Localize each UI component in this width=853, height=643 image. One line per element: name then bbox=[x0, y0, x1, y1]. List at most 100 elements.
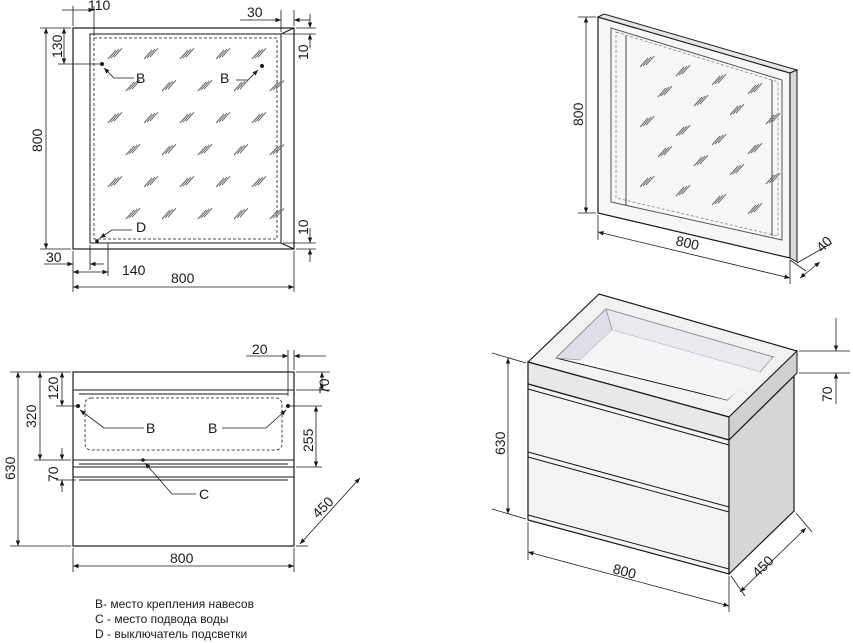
glass-hatch-stroke bbox=[275, 79, 285, 90]
cabinet-iso-view: 630 70 800 450 bbox=[491, 293, 850, 612]
sink-bowl-dashed bbox=[84, 397, 283, 451]
glass-hatch-stroke bbox=[639, 57, 649, 68]
glass-hatch-stroke bbox=[221, 175, 231, 186]
dim-mirror-height: 800 bbox=[29, 128, 45, 152]
glass-hatch-stroke bbox=[750, 203, 760, 214]
glass-hatch-stroke bbox=[657, 87, 667, 98]
glass-hatch-stroke bbox=[182, 176, 192, 187]
dim-mirror-switch-offset: 140 bbox=[122, 262, 146, 278]
glass-hatch-stroke bbox=[233, 145, 243, 156]
glass-hatch-stroke bbox=[771, 172, 781, 183]
hook-point-left bbox=[100, 62, 104, 66]
glass-hatch-stroke bbox=[179, 113, 189, 124]
dim-mirror-bottom-left: 30 bbox=[46, 249, 62, 265]
glass-hatch-stroke bbox=[197, 81, 207, 92]
glass-hatch-stroke bbox=[269, 145, 279, 156]
glass-hatch-stroke bbox=[699, 154, 709, 165]
glass-hatch-stroke bbox=[747, 144, 757, 155]
glass-hatch-stroke bbox=[251, 177, 261, 188]
glass-hatch-stroke bbox=[218, 112, 228, 123]
dim-cabinet-top-offset: 120 bbox=[45, 376, 61, 400]
glass-hatch-stroke bbox=[645, 115, 655, 126]
glass-hatch-stroke bbox=[110, 176, 120, 187]
glass-hatch-stroke bbox=[215, 177, 225, 188]
glass-hatch-stroke bbox=[732, 164, 742, 175]
glass-hatch-stroke bbox=[747, 84, 757, 95]
glass-hatch-stroke bbox=[107, 49, 117, 60]
glass-hatch-stroke bbox=[179, 49, 189, 60]
glass-hatch-stroke bbox=[239, 143, 249, 154]
glass-hatch-stroke bbox=[678, 185, 688, 196]
glass-hatch-stroke bbox=[203, 79, 213, 90]
glass-hatch-stroke bbox=[200, 144, 210, 155]
glass-hatch-stroke bbox=[729, 165, 739, 176]
switch-point bbox=[95, 239, 99, 243]
glass-hatch-stroke bbox=[164, 144, 174, 155]
glass-hatch-stroke bbox=[113, 175, 123, 186]
glass-hatch-stroke bbox=[200, 208, 210, 219]
glass-hatch-stroke bbox=[233, 209, 243, 220]
glass-hatch-stroke bbox=[765, 174, 775, 185]
glass-hatch-stroke bbox=[164, 80, 174, 91]
glass-hatch-stroke bbox=[639, 177, 649, 188]
glass-hatch-stroke bbox=[663, 145, 673, 156]
glass-hatch-stroke bbox=[251, 49, 261, 60]
glass-hatch-stroke bbox=[110, 48, 120, 59]
cabinet-hook-right bbox=[286, 404, 290, 408]
glass-hatch-stroke bbox=[215, 49, 225, 60]
glass-hatch-stroke bbox=[269, 209, 279, 220]
water-supply-label: C bbox=[199, 486, 209, 502]
glass-hatch-stroke bbox=[272, 208, 282, 219]
dim-cabinet-upper: 320 bbox=[23, 404, 39, 428]
glass-hatch-stroke bbox=[143, 113, 153, 124]
glass-hatch-stroke bbox=[236, 80, 246, 91]
glass-hatch-stroke bbox=[765, 114, 775, 125]
glass-hatch-stroke bbox=[642, 56, 652, 67]
dim-mirror-top-offset: 130 bbox=[49, 34, 65, 58]
glass-reflection-hatching bbox=[107, 47, 285, 220]
glass-hatch-stroke bbox=[714, 74, 724, 85]
water-supply-point bbox=[141, 458, 145, 462]
glass-hatch-stroke bbox=[272, 144, 282, 155]
switch-label: D bbox=[136, 219, 146, 235]
dim-cabinet-right-top: 20 bbox=[252, 341, 268, 357]
glass-hatch-stroke bbox=[233, 81, 243, 92]
glass-hatch-stroke bbox=[197, 209, 207, 220]
cabinet-iso-side bbox=[728, 374, 795, 576]
cabinet-hook-label-left: B bbox=[146, 420, 155, 436]
glass-hatch-stroke bbox=[663, 85, 673, 96]
glass-hatch-stroke bbox=[639, 117, 649, 128]
glass-hatch-stroke bbox=[221, 47, 231, 58]
glass-hatch-stroke bbox=[197, 145, 207, 156]
glass-hatch-stroke bbox=[218, 176, 228, 187]
glass-hatch-stroke bbox=[681, 124, 691, 135]
glass-hatch-stroke bbox=[185, 47, 195, 58]
glass-hatch-stroke bbox=[161, 209, 171, 220]
glass-hatch-stroke bbox=[753, 142, 763, 153]
mirror-outer-frame bbox=[72, 27, 295, 250]
glass-hatch-stroke bbox=[699, 94, 709, 105]
glass-hatch-stroke bbox=[657, 147, 667, 158]
glass-hatch-stroke bbox=[660, 146, 670, 157]
glass-hatch-stroke bbox=[149, 175, 159, 186]
glass-hatch-stroke bbox=[753, 202, 763, 213]
glass-hatch-stroke bbox=[714, 194, 724, 205]
glass-hatch-stroke bbox=[179, 177, 189, 188]
glass-hatch-stroke bbox=[167, 207, 177, 218]
mirror-front-view: B B D 110 30 800 130 10 bbox=[29, 0, 316, 292]
glass-hatch-stroke bbox=[642, 176, 652, 187]
glass-hatch-stroke bbox=[131, 143, 141, 154]
legend-item-b: B- место крепления навесов bbox=[95, 597, 254, 611]
glass-hatch-stroke bbox=[753, 82, 763, 93]
glass-hatch-stroke bbox=[732, 104, 742, 115]
glass-hatch-stroke bbox=[272, 80, 282, 91]
glass-hatch-stroke bbox=[185, 111, 195, 122]
glass-hatch-stroke bbox=[711, 195, 721, 206]
glass-hatch-stroke bbox=[747, 204, 757, 215]
glass-hatch-stroke bbox=[128, 144, 138, 155]
dim-mirror-top-gap: 10 bbox=[295, 44, 311, 60]
legend-item-c: C - место подвода воды bbox=[95, 612, 228, 626]
glass-hatch-stroke bbox=[110, 112, 120, 123]
dim-mirror-iso-width: 800 bbox=[674, 232, 701, 253]
dim-cabinet-iso-width: 800 bbox=[611, 560, 638, 582]
